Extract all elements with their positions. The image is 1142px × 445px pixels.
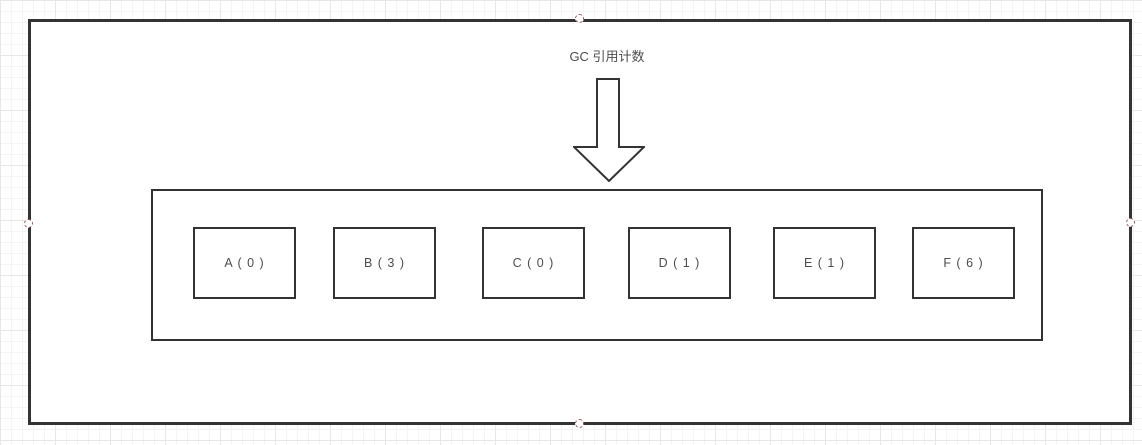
memory-box-c[interactable]: C ( 0 ) [482, 227, 585, 299]
connection-handle-left[interactable] [24, 219, 33, 228]
memory-box-a[interactable]: A ( 0 ) [193, 227, 296, 299]
diagram-title[interactable]: GC 引用计数 [569, 49, 645, 64]
memory-box-b[interactable]: B ( 3 ) [333, 227, 436, 299]
connection-handle-bottom[interactable] [575, 419, 584, 428]
memory-box-e[interactable]: E ( 1 ) [773, 227, 876, 299]
memory-container-shape[interactable] [151, 189, 1043, 341]
down-arrow-icon[interactable] [573, 78, 645, 182]
connection-handle-right[interactable] [1126, 218, 1135, 227]
connection-handle-top[interactable] [575, 14, 584, 23]
memory-box-d[interactable]: D ( 1 ) [628, 227, 731, 299]
memory-box-f[interactable]: F ( 6 ) [912, 227, 1015, 299]
